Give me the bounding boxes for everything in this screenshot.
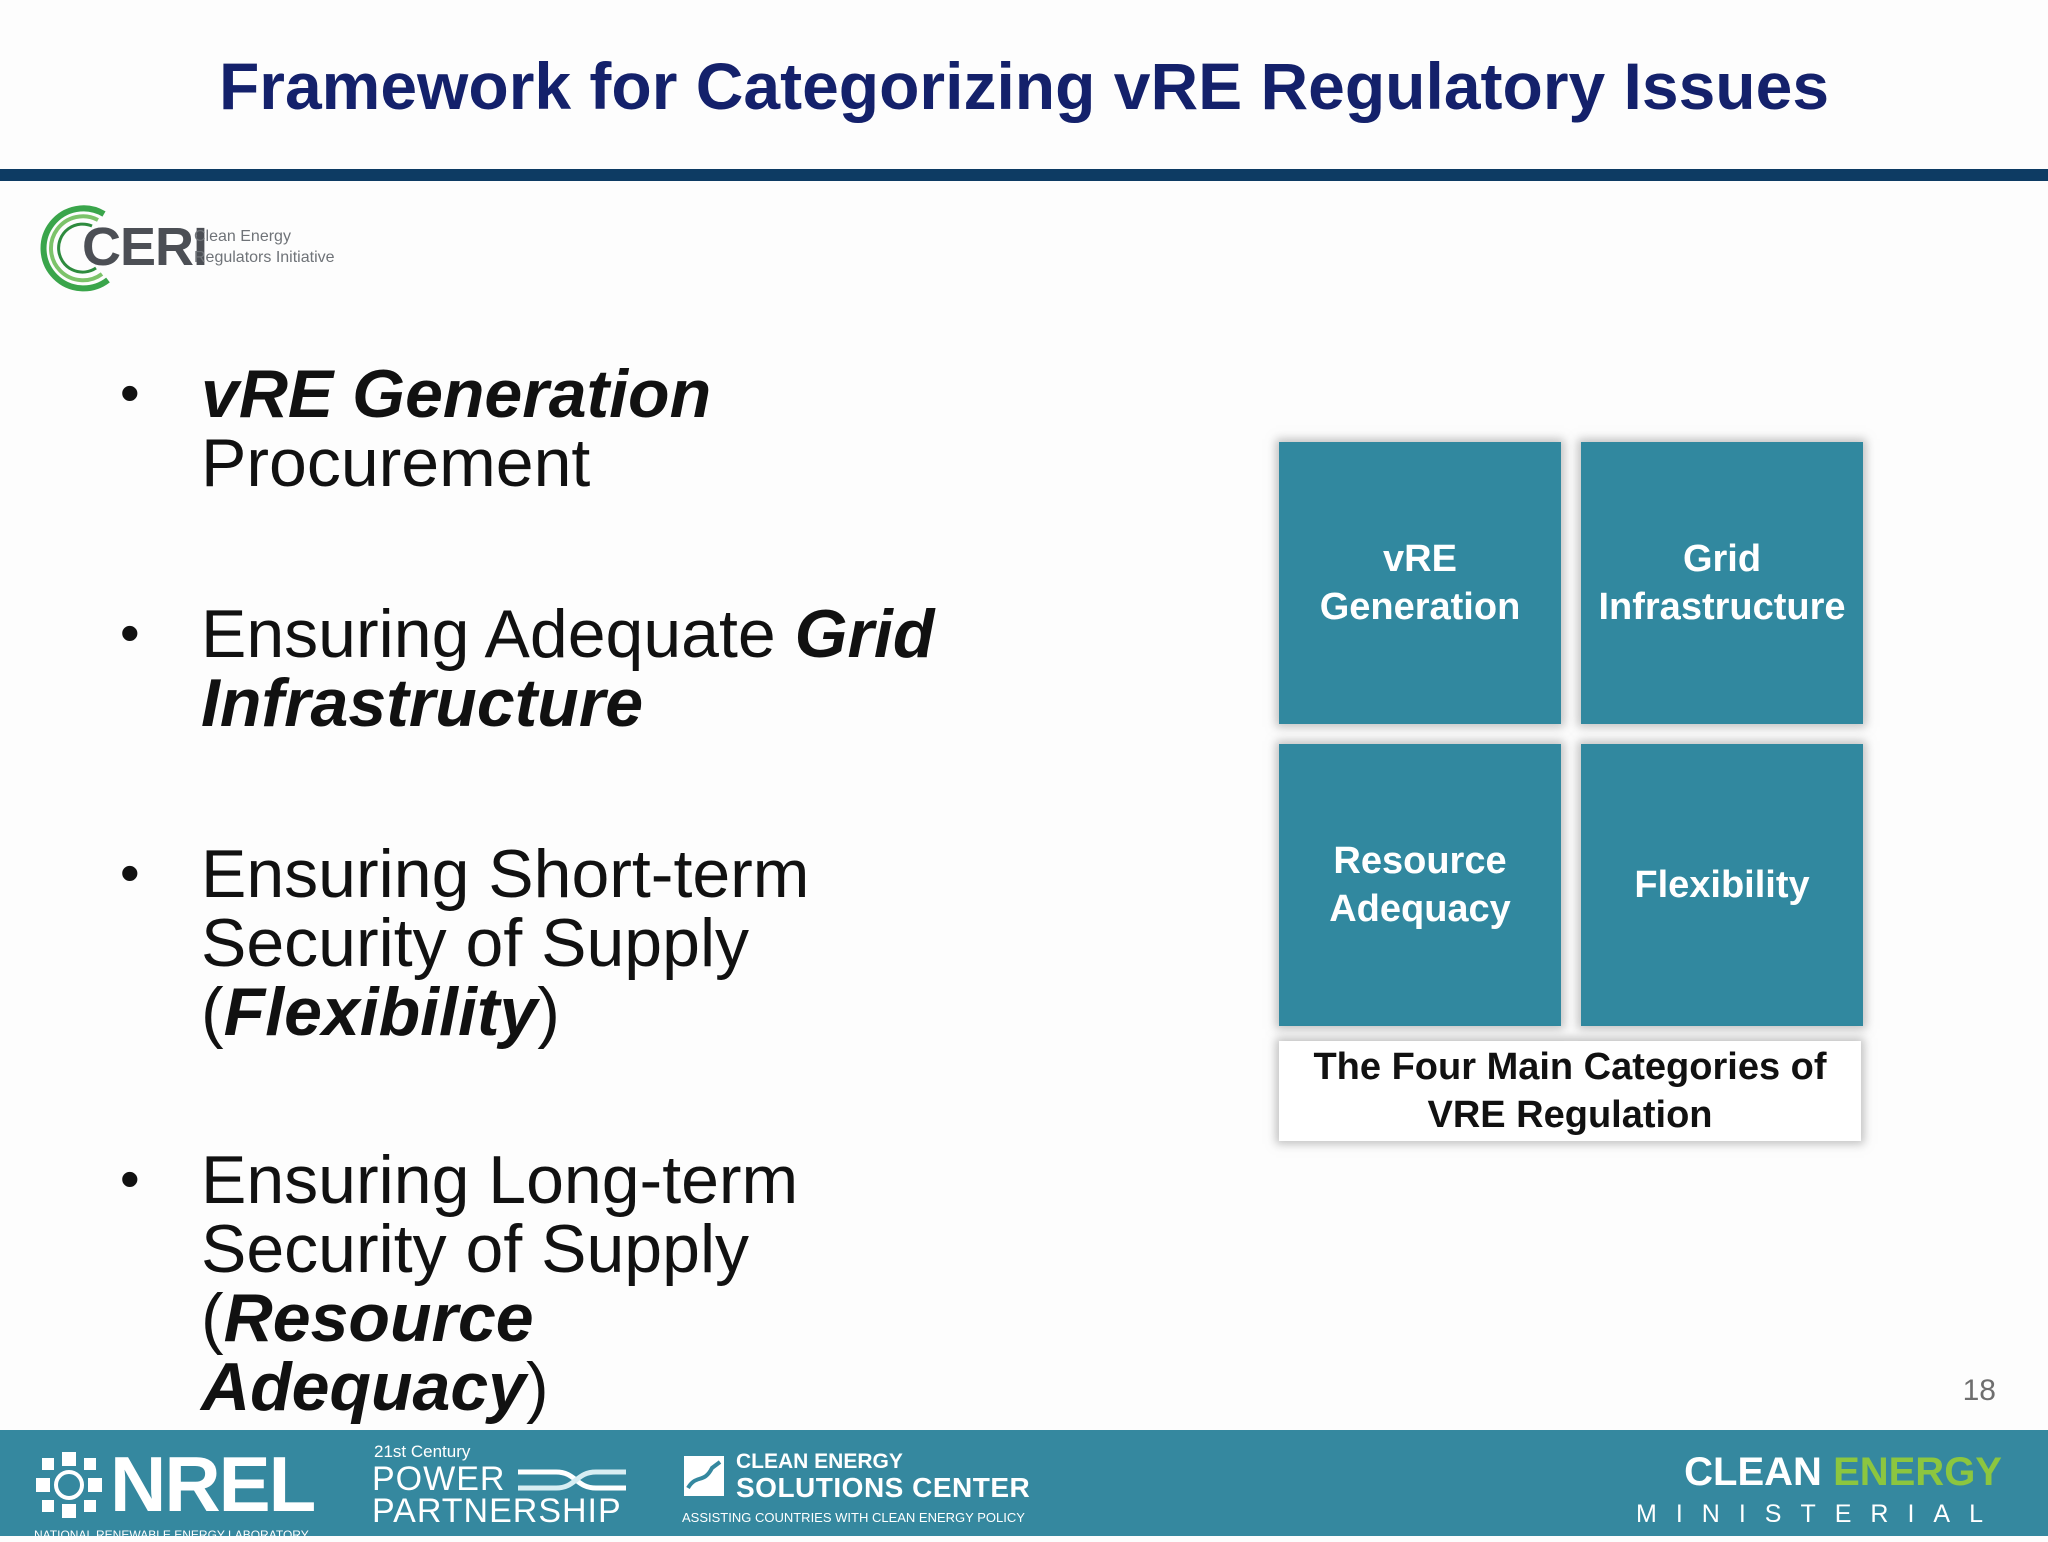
tile-label: Grid Infrastructure xyxy=(1598,535,1845,631)
bullet-marker: • xyxy=(120,361,140,424)
tile-label: Resource Adequacy xyxy=(1329,837,1511,933)
caption-line1: The Four Main Categories of xyxy=(1313,1046,1827,1088)
tile-label: Flexibility xyxy=(1634,861,1809,909)
cesc-tagline: ASSISTING COUNTRIES WITH CLEAN ENERGY PO… xyxy=(682,1510,1025,1525)
tile-label-line1: Grid xyxy=(1682,538,1762,580)
bullet-text: vRE Generation Procurement xyxy=(201,360,1121,498)
tile-label-line1: Flexibility xyxy=(1634,864,1810,906)
tile-label-line2: Infrastructure xyxy=(1598,586,1846,628)
cesc-logo: CLEAN ENERGY SOLUTIONS CENTER ASSISTING … xyxy=(682,1450,1062,1530)
bullet-marker: • xyxy=(120,601,140,664)
power-small-text: 21st Century xyxy=(374,1442,471,1461)
nrel-wordmark: NREL xyxy=(110,1440,316,1528)
power-line2: PARTNERSHIP xyxy=(372,1492,622,1530)
tile-label: vRE Generation xyxy=(1320,535,1521,631)
bullet-emphasis: vRE Generation xyxy=(201,356,712,432)
ceri-wordmark: CERI xyxy=(82,217,208,277)
caption-line2: VRE Regulation xyxy=(1427,1094,1713,1136)
power-lines-icon xyxy=(518,1469,626,1491)
cesc-line1: CLEAN ENERGY xyxy=(736,1450,903,1473)
ceri-subtitle-line1: Clean Energy xyxy=(194,228,291,245)
cesc-line2: SOLUTIONS CENTER xyxy=(736,1472,1031,1503)
nrel-logo: NREL NATIONAL RENEWABLE ENERGY LABORATOR… xyxy=(32,1440,332,1542)
nrel-emblem-icon xyxy=(36,1452,102,1518)
cem-word-energy: ENERGY xyxy=(1833,1450,2002,1494)
bullet-text: Ensuring Short-term Security of Supply (… xyxy=(201,840,841,1047)
bullet-emphasis: Resource Adequacy xyxy=(201,1280,534,1425)
title-rule xyxy=(0,169,2048,181)
categories-caption: The Four Main Categories of VRE Regulati… xyxy=(1279,1041,1861,1141)
category-tile-vre-generation: vRE Generation xyxy=(1279,442,1561,724)
footer-bar: NREL NATIONAL RENEWABLE ENERGY LABORATOR… xyxy=(0,1430,2048,1542)
cesc-emblem-icon xyxy=(684,1456,724,1496)
category-tile-grid-infrastructure: Grid Infrastructure xyxy=(1581,442,1863,724)
bullet-text: Ensuring Long-term Security of Supply (R… xyxy=(201,1146,841,1422)
ceri-logo: CERI Clean Energy Regulators Initiative xyxy=(34,200,364,292)
category-tile-flexibility: Flexibility xyxy=(1581,744,1863,1026)
clean-energy-ministerial-logo: CLEAN ENERGY MINISTERIAL xyxy=(1636,1450,2020,1530)
category-tile-resource-adequacy: Resource Adequacy xyxy=(1279,744,1561,1026)
cem-subtitle: MINISTERIAL xyxy=(1636,1500,2002,1528)
nrel-subtitle: NATIONAL RENEWABLE ENERGY LABORATORY xyxy=(34,1528,309,1542)
bullet-marker: • xyxy=(120,841,140,904)
tile-label-line1: Resource xyxy=(1333,840,1507,882)
bullet-text-segment: Ensuring Short-term Security of Supply ( xyxy=(201,836,810,1050)
bullet-text-segment: ) xyxy=(526,1349,549,1425)
ceri-subtitle-line2: Regulators Initiative xyxy=(194,249,335,266)
bullet-text-segment: Ensuring Adequate xyxy=(201,596,795,672)
slide-title: Framework for Categorizing vRE Regulator… xyxy=(218,49,1830,123)
bullet-text: Ensuring Adequate Grid Infrastructure xyxy=(201,600,1121,738)
bullet-marker: • xyxy=(120,1147,140,1210)
ceri-swoosh-icon xyxy=(40,205,110,292)
bullet-text-segment: ) xyxy=(537,974,560,1050)
bullet-emphasis: Grid Infrastructure xyxy=(201,596,935,741)
cem-wordmark: CLEAN ENERGY xyxy=(1684,1450,2002,1495)
caption-text: The Four Main Categories of VRE Regulati… xyxy=(1313,1043,1826,1139)
bullet-emphasis: Flexibility xyxy=(223,974,538,1050)
tile-label-line2: Generation xyxy=(1319,586,1521,628)
power-line1: POWER xyxy=(372,1460,506,1498)
tile-label-line1: vRE xyxy=(1383,538,1457,580)
tile-label-line2: Adequacy xyxy=(1329,888,1511,930)
cem-word-clean: CLEAN xyxy=(1684,1450,1834,1494)
categories-panel: vRE Generation Grid Infrastructure Resou… xyxy=(1270,432,1870,1152)
page-number: 18 xyxy=(1962,1374,1996,1407)
bullet-text-segment: Procurement xyxy=(201,425,591,501)
power-partnership-logo: 21st Century POWER PARTNERSHIP xyxy=(372,1442,642,1532)
bullet-text-segment: Ensuring Long-term Security of Supply ( xyxy=(201,1142,799,1356)
